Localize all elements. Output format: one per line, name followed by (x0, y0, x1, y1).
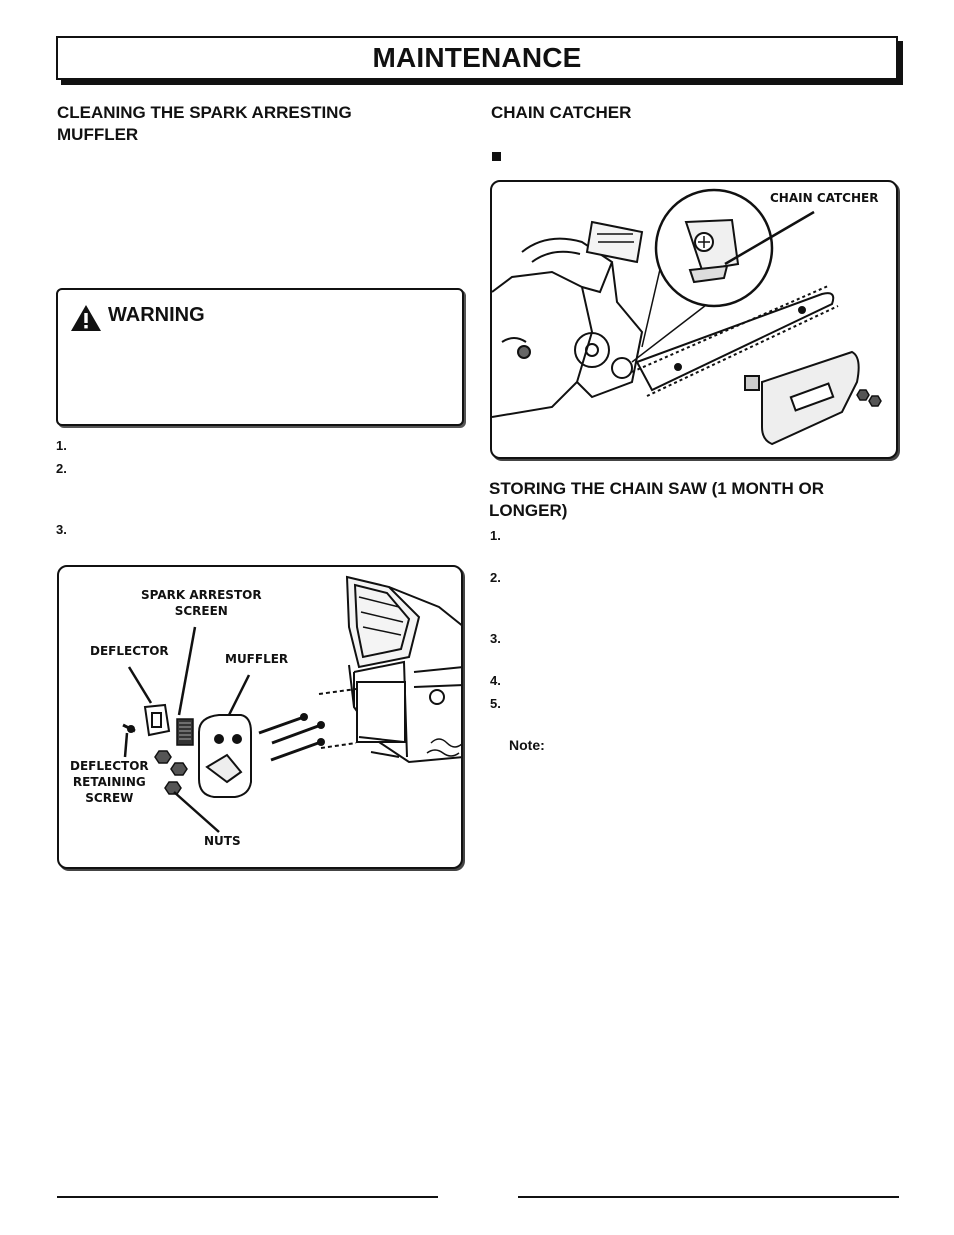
callout-retaining-line2: RETAINING (72, 775, 146, 789)
footer-rule-left (57, 1196, 438, 1198)
warning-triangle-icon (71, 305, 101, 331)
deflector-shape (143, 703, 171, 737)
bullet-square (492, 152, 501, 161)
chain-catcher-marker (611, 357, 633, 379)
callout-deflector: DEFLECTOR (90, 644, 169, 658)
right-step-1: 1. (490, 528, 501, 543)
callout-nuts: NUTS (204, 834, 241, 848)
callout-deflector-retaining-screw: DEFLECTOR RETAINING SCREW (70, 758, 149, 806)
nuts-shape (154, 750, 188, 795)
chain-catcher-illustration (492, 188, 882, 446)
callout-chain-catcher: CHAIN CATCHER (770, 191, 879, 205)
guide-bar-drawing (631, 285, 839, 397)
right-step-2: 2. (490, 570, 501, 585)
saw-body-drawing (492, 220, 644, 418)
side-cover-drawing (744, 350, 860, 446)
callout-retaining-line3: SCREW (85, 791, 134, 805)
cleaning-muffler-heading-line2: MUFFLER (57, 125, 139, 144)
chain-catcher-leader (724, 210, 815, 266)
page-title-banner: MAINTENANCE (56, 36, 898, 80)
chain-catcher-figure: CHAIN CATCHER (490, 180, 898, 459)
muffler-figure: SPARK ARRESTOR SCREEN DEFLECTOR MUFFLER … (57, 565, 463, 869)
warning-title: WARNING (108, 304, 205, 326)
cleaning-muffler-heading: CLEANING THE SPARK ARRESTING MUFFLER (57, 102, 457, 146)
chain-catcher-heading: CHAIN CATCHER (491, 103, 632, 122)
retaining-screw-shape (122, 723, 136, 733)
muffler-shape (198, 714, 252, 798)
right-step-5: 5. (490, 696, 501, 711)
storing-heading-line1: STORING THE CHAIN SAW (1 MONTH OR (489, 479, 824, 498)
screen-shape (176, 718, 194, 746)
note-label: Note: (509, 737, 545, 753)
callout-retaining-line1: DEFLECTOR (70, 759, 149, 773)
callout-spark-arrestor-screen: SPARK ARRESTOR SCREEN (141, 587, 262, 619)
left-step-3: 3. (56, 522, 67, 537)
callout-screen-line2: SCREEN (174, 604, 228, 618)
callout-muffler: MUFFLER (225, 652, 289, 666)
warning-box: WARNING (56, 288, 464, 426)
callout-screen-line1: SPARK ARRESTOR (141, 588, 262, 602)
bar-nuts-drawing (856, 389, 882, 407)
bar-chain-fragment (318, 688, 357, 749)
leader-lines (123, 626, 251, 833)
left-step-1: 1. (56, 438, 67, 453)
storing-heading: STORING THE CHAIN SAW (1 MONTH OR LONGER… (489, 478, 899, 522)
cleaning-muffler-heading-line1: CLEANING THE SPARK ARRESTING (57, 103, 352, 122)
mounting-bolts (258, 715, 322, 762)
page-title: MAINTENANCE (372, 42, 582, 73)
right-step-4: 4. (490, 673, 501, 688)
chain-catcher-zoom-circle (654, 188, 774, 308)
right-step-3: 3. (490, 631, 501, 646)
storing-heading-line2: LONGER) (489, 501, 568, 520)
footer-rule-right (518, 1196, 899, 1198)
chainsaw-body-drawing (345, 575, 461, 764)
left-step-2: 2. (56, 461, 67, 476)
muffler-exploded-illustration (122, 575, 461, 833)
